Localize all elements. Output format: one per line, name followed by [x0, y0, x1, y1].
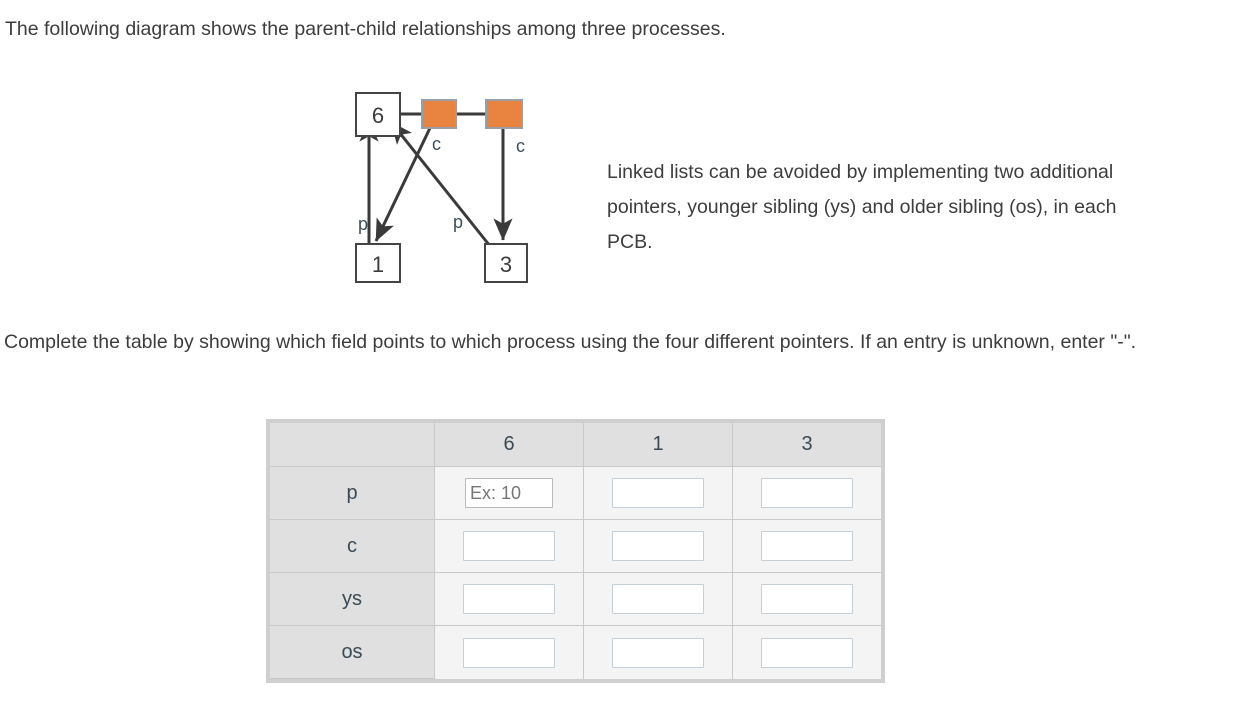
- table-header-row: 6 1 3: [270, 423, 881, 467]
- cell-p-6: [435, 467, 584, 520]
- cell-p-1: [584, 467, 733, 520]
- input-ys-1[interactable]: [612, 584, 704, 614]
- input-c-3[interactable]: [761, 531, 853, 561]
- input-os-3[interactable]: [761, 637, 853, 668]
- input-os-6[interactable]: [463, 637, 555, 668]
- column-header-6: 6: [435, 423, 584, 467]
- edge-label-p-left: p: [358, 214, 368, 234]
- table-row: p: [270, 467, 881, 520]
- cell-c-1: [584, 520, 733, 573]
- process-relationship-diagram: 6 1 3 c c p p: [340, 80, 550, 295]
- input-c-6[interactable]: [463, 531, 555, 561]
- pointer-block-left: [421, 99, 457, 129]
- table-row: c: [270, 520, 881, 573]
- cell-ys-6: [435, 573, 584, 626]
- input-ys-3[interactable]: [761, 584, 853, 614]
- input-p-1[interactable]: [612, 478, 704, 508]
- process-box-6: [355, 92, 401, 137]
- arrow-c-from-pointer-left-to-1: [374, 127, 432, 242]
- process-box-6-label: 6: [372, 103, 384, 128]
- table-row: os: [270, 626, 881, 679]
- table-corner-cell: [270, 423, 435, 467]
- input-os-1[interactable]: [612, 637, 704, 668]
- instruction-paragraph: Complete the table by showing which fiel…: [4, 331, 1137, 353]
- cell-os-1: [584, 626, 733, 679]
- input-c-1[interactable]: [612, 531, 704, 561]
- input-p-3[interactable]: [761, 478, 853, 508]
- column-header-1: 1: [584, 423, 733, 467]
- process-box-3-label: 3: [500, 252, 512, 277]
- process-box-1: [355, 243, 401, 283]
- row-header-p: p: [270, 467, 435, 520]
- cell-ys-3: [733, 573, 881, 626]
- intro-paragraph: The following diagram shows the parent-c…: [5, 18, 726, 40]
- row-header-os: os: [270, 626, 435, 679]
- arrow-p-from-3-to-6: [389, 121, 492, 247]
- edge-label-c-right: c: [516, 136, 525, 156]
- edge-label-p-middle: p: [453, 212, 463, 232]
- process-box-3: [484, 243, 528, 283]
- cell-os-6: [435, 626, 584, 679]
- cell-p-3: [733, 467, 881, 520]
- row-header-ys: ys: [270, 573, 435, 626]
- cell-c-6: [435, 520, 584, 573]
- cell-ys-1: [584, 573, 733, 626]
- input-p-6[interactable]: [465, 478, 553, 508]
- cell-os-3: [733, 626, 881, 679]
- pointer-block-right: [485, 99, 523, 129]
- edge-label-c-left: c: [432, 134, 441, 154]
- cell-c-3: [733, 520, 881, 573]
- pointer-answer-table: 6 1 3 p c: [266, 419, 885, 683]
- table-row: ys: [270, 573, 881, 626]
- input-ys-6[interactable]: [463, 584, 555, 614]
- column-header-3: 3: [733, 423, 881, 467]
- process-box-1-label: 1: [372, 252, 384, 277]
- sibling-pointer-note: Linked lists can be avoided by implement…: [607, 161, 1117, 253]
- row-header-c: c: [270, 520, 435, 573]
